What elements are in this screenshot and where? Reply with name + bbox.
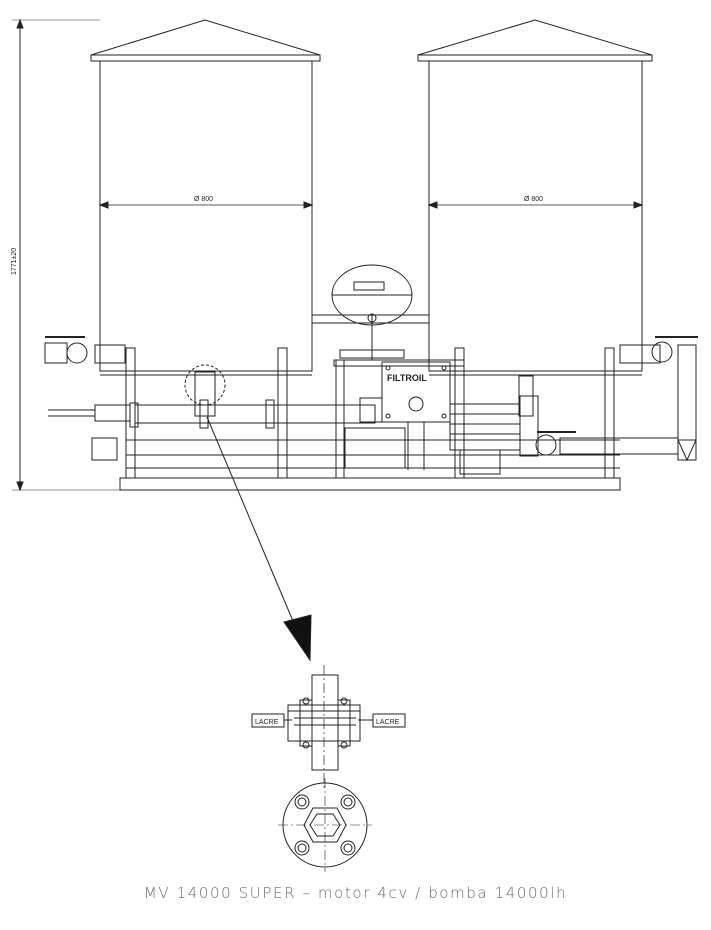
height-label: 1771±20: [11, 248, 18, 275]
filter-vessel: [331, 264, 413, 360]
drawing-caption: MV 14000 SUPER – motor 4cv / bomba 14000…: [143, 884, 568, 902]
filter-housing: [359, 361, 451, 470]
right-diameter-label: Ø 800: [524, 196, 543, 203]
brand-label: FILTROIL: [387, 373, 427, 383]
piping: [48, 344, 697, 462]
height-dimension: [12, 18, 120, 492]
flange-detail-side: [251, 665, 406, 790]
left-tank: [90, 19, 321, 376]
right-valves: [518, 336, 698, 456]
left-diameter-label: Ø 800: [194, 196, 213, 203]
flange-detail-front: [278, 778, 372, 872]
seal-label-right: LACRE: [376, 719, 400, 726]
motor-pump: [344, 395, 539, 475]
seal-label-left: LACRE: [255, 719, 279, 726]
base-frame: [119, 347, 621, 491]
left-valves: [44, 336, 226, 417]
detail-leader: [206, 416, 312, 662]
